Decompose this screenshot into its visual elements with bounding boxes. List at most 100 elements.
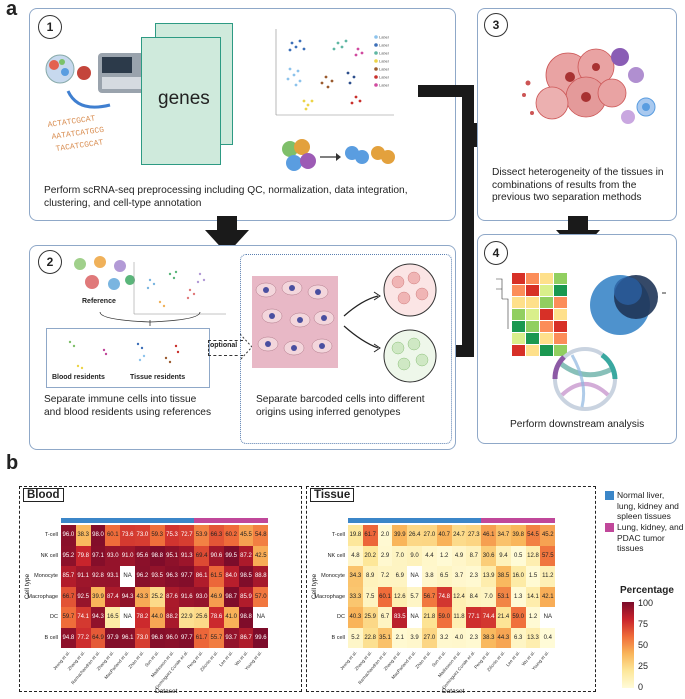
heatmap-cell: 91.0 <box>120 545 135 566</box>
heatmap-cell: 60.1 <box>377 586 393 607</box>
heatmap-cell: 1.3 <box>510 586 526 607</box>
heatmap-row-label: Monocyte <box>34 573 58 579</box>
heatmap-cell: 88.8 <box>253 566 269 587</box>
heatmap-cell: 40.3 <box>348 607 363 628</box>
heatmap-cell: 93.7 <box>223 627 239 648</box>
mini-heatmap-tile <box>512 297 525 308</box>
heatmap-cell: 73.0 <box>135 525 150 546</box>
heatmap-row-label: NK cell <box>40 552 58 559</box>
heatmap-cell: 77.1 <box>466 607 482 628</box>
colorbar-tick-label: 100 <box>638 598 654 608</box>
heatmap-cell: 27.3 <box>466 525 482 546</box>
svg-text:Label: Label <box>379 83 389 88</box>
heatmap-cell: 96.8 <box>149 627 165 648</box>
mini-heatmap-tile <box>526 345 539 356</box>
heatmap-cell: 44.3 <box>496 627 511 648</box>
heatmap-cell: 24.7 <box>451 525 467 546</box>
flow-arrow-to-step3 <box>418 85 510 357</box>
heatmap-cell: 46.1 <box>481 525 496 546</box>
heatmap-cell: NA <box>120 607 135 628</box>
heatmap-row-label: DC <box>50 614 58 620</box>
heatmap-cell: 2.3 <box>466 566 482 587</box>
heatmap-cell: 7.0 <box>481 586 496 607</box>
heatmap-cell: 21.8 <box>422 607 437 628</box>
heatmap-cell: 34.3 <box>348 566 363 587</box>
group-bar-segment <box>407 518 422 523</box>
heatmap-cell: 27.0 <box>422 525 437 546</box>
step1-caption: Perform scRNA-seq preprocessing includin… <box>44 185 408 209</box>
heatmap-cell: 91.6 <box>179 586 195 607</box>
step4-number: 4 <box>484 241 508 265</box>
group-bar-segment <box>362 518 378 523</box>
heatmap-cell: 61.5 <box>209 566 224 587</box>
heatmap-cell: 14.1 <box>525 586 541 607</box>
heatmap-cell: 22.8 <box>362 627 378 648</box>
group-bar-segment <box>209 518 224 523</box>
heatmap-cell: 33.3 <box>348 586 363 607</box>
heatmap-row-label: B cell <box>331 634 345 641</box>
heatmap-cell: 3.8 <box>422 566 437 587</box>
heatmap-cell: 4.9 <box>451 545 467 566</box>
mini-heatmap-tile <box>512 309 525 320</box>
heatmap-cell: 96.3 <box>164 566 180 587</box>
heatmap-cell: 74.8 <box>436 586 452 607</box>
svg-text:Label: Label <box>379 51 389 56</box>
heatmap-cell: 96.0 <box>61 525 76 546</box>
group-bar-segment <box>540 518 556 523</box>
heatmap-cell: 96.1 <box>120 627 135 648</box>
heatmap-cell: 98.8 <box>238 607 254 628</box>
group-bar-segment <box>238 518 254 523</box>
heatmap-cell: 59.0 <box>436 607 452 628</box>
heatmap-cell: 6.3 <box>510 627 526 648</box>
heatmap-cell: 22.9 <box>179 607 195 628</box>
legend-tumor-label: Lung, kidney, and PDAC tumor tissues <box>617 522 684 553</box>
heatmap-cell: 9.4 <box>496 545 511 566</box>
mini-heatmap-tile <box>526 333 539 344</box>
heatmap-cell: 39.8 <box>510 525 526 546</box>
heatmap-cell: 44.0 <box>149 607 165 628</box>
mini-heatmap-tile <box>540 273 553 284</box>
venn-diagram-illustration <box>590 275 666 335</box>
mini-heatmap-tile <box>554 285 567 296</box>
heatmap-cell: 87.4 <box>105 586 121 607</box>
cell-clustering-illustration <box>282 139 395 171</box>
heatmap-cell: 87.6 <box>164 586 180 607</box>
heatmap-cell: 61.7 <box>362 525 378 546</box>
svg-text:Label: Label <box>379 75 389 80</box>
heatmap-cell: 91.3 <box>179 545 195 566</box>
group-bar-segment <box>120 518 135 523</box>
mini-heatmap-tile <box>526 309 539 320</box>
heatmap-row-label: Monocyte <box>321 573 345 579</box>
heatmap-cell: NA <box>120 566 135 587</box>
blood-heatmap-box <box>19 486 302 692</box>
heatmap-cell: 25.9 <box>362 607 378 628</box>
heatmap-cell: 27.0 <box>422 627 437 648</box>
heatmap-cell: 13.9 <box>481 566 496 587</box>
heatmap-cell: 12.8 <box>525 545 541 566</box>
heatmap-cell: 1.5 <box>525 566 541 587</box>
heatmap-cell: 45.5 <box>238 525 254 546</box>
group-bar-segment <box>149 518 165 523</box>
svg-text:TACATCGCAT: TACATCGCAT <box>55 138 104 154</box>
mini-heatmap-tile <box>540 309 553 320</box>
step4-panel: 4 Perform downstream analysis <box>477 234 677 444</box>
heatmap-cell: 2.1 <box>392 627 408 648</box>
heatmap-cell: 97.1 <box>90 545 106 566</box>
group-bar-segment <box>525 518 541 523</box>
group-bar-segment <box>481 518 496 523</box>
group-bar-segment <box>496 518 511 523</box>
heatmap-cell: 87.2 <box>238 545 254 566</box>
tissue-residents-label: Tissue residents <box>130 374 186 381</box>
heatmap-cell: 93.0 <box>105 545 121 566</box>
svg-text:Label: Label <box>379 43 389 48</box>
heatmap-cell: 6.7 <box>377 607 393 628</box>
heatmap-cell: 86.1 <box>194 566 209 587</box>
heatmap-cell: 66.3 <box>209 525 224 546</box>
heatmap-cell: 73.6 <box>120 525 135 546</box>
heatmap-cell: 66.7 <box>61 586 76 607</box>
heatmap-cell: NA <box>253 607 269 628</box>
heatmap-cell: 4.4 <box>422 545 437 566</box>
heatmap-cell: 8.7 <box>466 545 482 566</box>
tissue-heatmap-box <box>306 486 596 692</box>
heatmap-cell: 98.5 <box>238 566 254 587</box>
